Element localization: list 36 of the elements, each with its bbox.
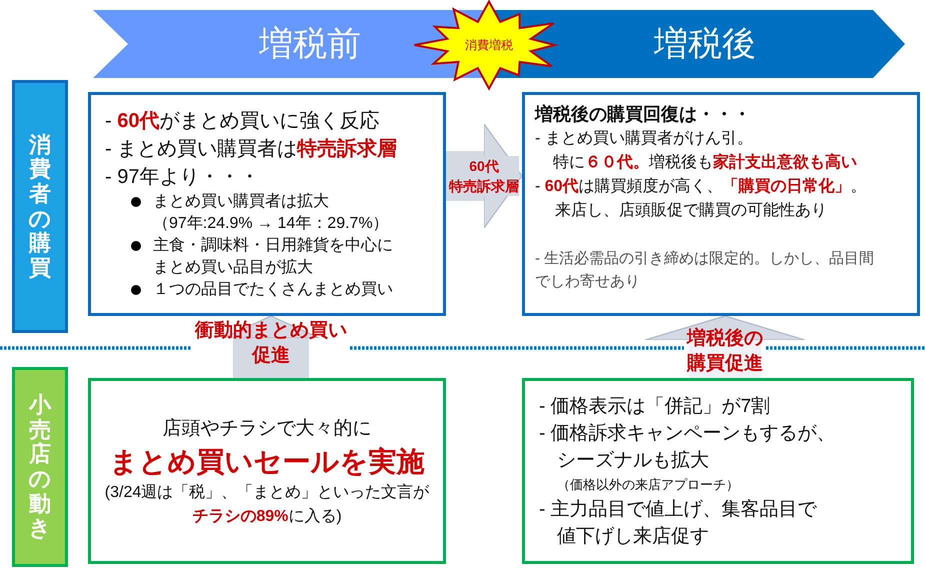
- note-text: (3/24週は「税」、「まとめ」といった文言がチラシの89%に入る): [104, 482, 430, 527]
- list-text: - 60代がまとめ買いに強く反応: [105, 109, 380, 134]
- chevron-band: [93, 10, 413, 78]
- list-text: - 価格表示は「併記」が7割: [539, 395, 770, 419]
- body-text: 店頭やチラシで大々的に: [162, 417, 372, 441]
- band-title: 増税前: [259, 24, 361, 64]
- block-arrow: [644, 315, 806, 378]
- text-box: [522, 92, 920, 316]
- note-text: - 生活必需品の引き締めは限定的。しかし、品目間でしわ寄せあり: [535, 249, 874, 292]
- list-text: - まとめ買い購買者は特売訴求層: [105, 136, 398, 162]
- bullet-text: 主食・調味料・日用雑貨を中心にまとめ買い品目が拡大: [153, 236, 393, 278]
- text-box: [88, 92, 446, 316]
- list-text: - 主力品目で値上げ、集客品目で値下げし来店促す: [539, 498, 817, 549]
- vertical-heading: 小売店の動き: [28, 393, 52, 541]
- text-box: [522, 378, 914, 564]
- band-title: 増税後: [654, 24, 756, 64]
- bullet-text: １つの品目でたくさんまとめ買い: [153, 280, 393, 300]
- box-heading: 増税後の購買回復は・・・: [535, 103, 751, 126]
- note-text: （価格以外の来店アプローチ）: [557, 476, 739, 494]
- list-text: - 97年より・・・: [105, 165, 260, 190]
- headline: まとめ買いセールを実施: [110, 445, 424, 479]
- list-text: - まとめ買い購買者がけん引。特に６０代。増税後も家計支出意欲も高い: [535, 128, 857, 173]
- edge-label: 60代特売訴求層: [449, 156, 519, 196]
- edge-label: 増税後の購買促進: [687, 326, 763, 376]
- list-text: - 価格訴求キャンペーンもするが、シーズナルも拡大: [539, 422, 836, 473]
- text-box: [88, 378, 446, 564]
- starburst: [413, 0, 565, 90]
- block-arrow: [446, 123, 523, 229]
- burst-label: 消費増税: [465, 38, 513, 52]
- vertical-heading: 消費者の購買: [28, 132, 52, 280]
- bullet-text: まとめ買い購買者は拡大（97年:24.9% → 14年：29.7%）: [153, 192, 389, 234]
- side-tab: [12, 80, 68, 333]
- edge-label: 衝動的まとめ買い促進: [195, 319, 347, 368]
- list-text: - 60代は購買頻度が高く、「購買の日常化」。来店し、店頭販促で購買の可能性あり: [535, 176, 867, 221]
- side-tab: [12, 367, 68, 567]
- chevron-band: [565, 10, 905, 78]
